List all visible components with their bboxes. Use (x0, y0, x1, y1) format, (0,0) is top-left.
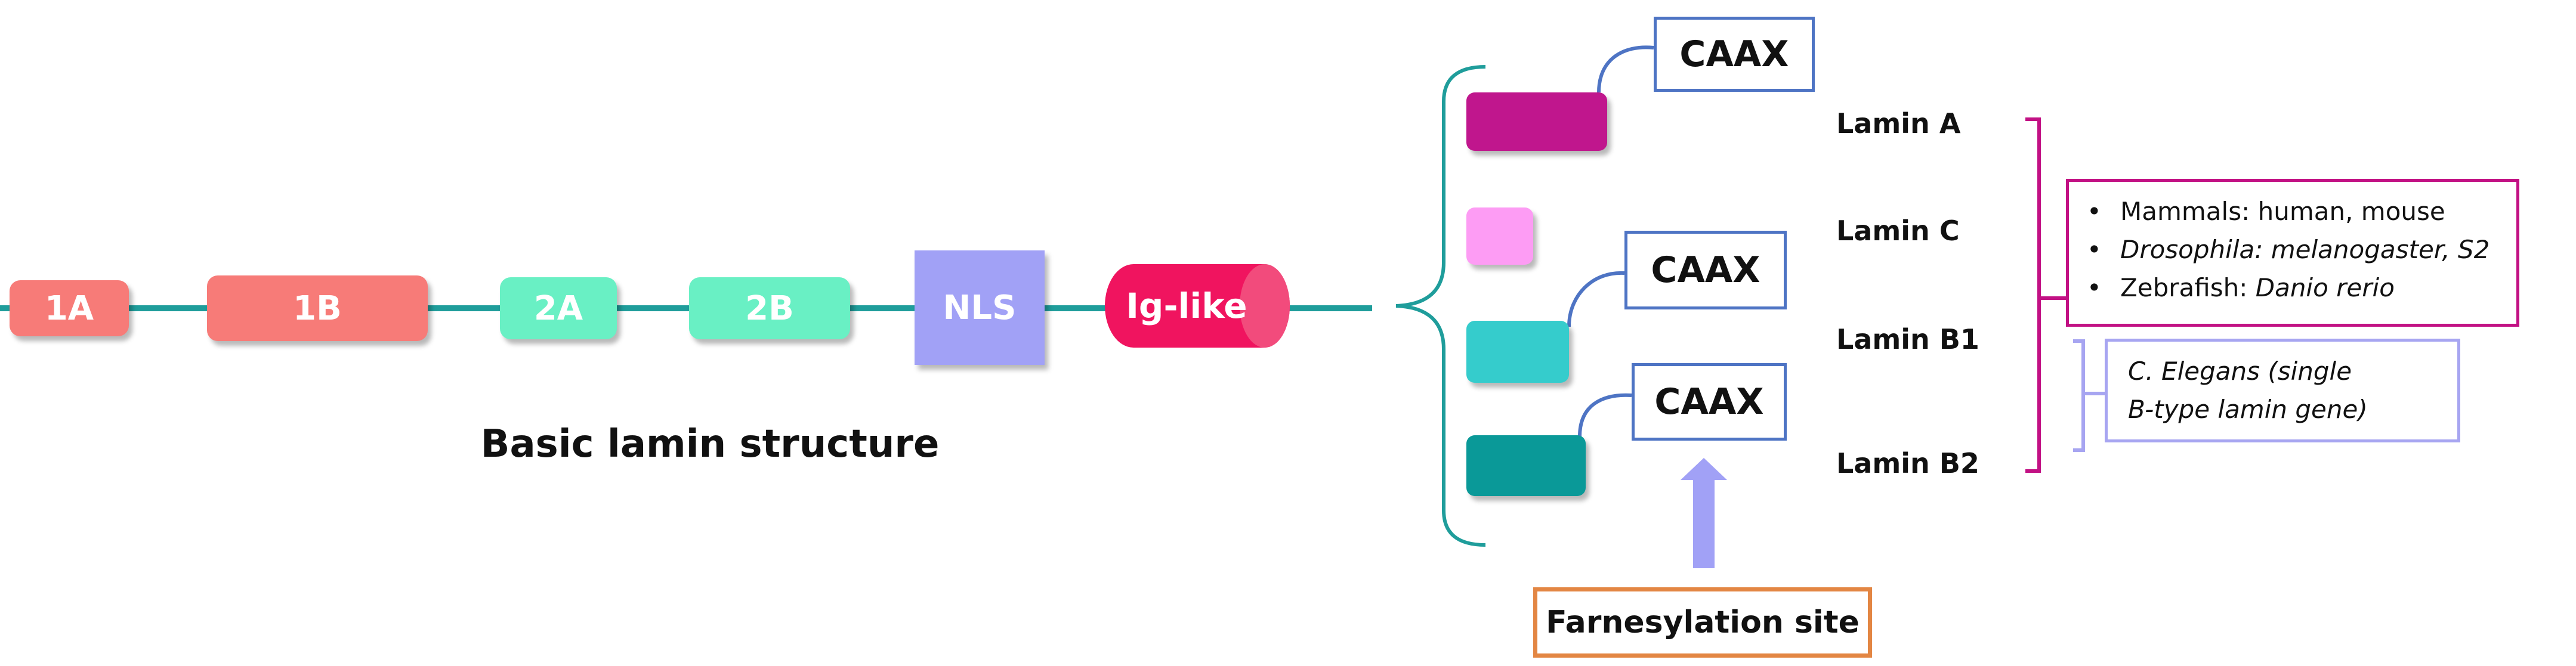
lamin-family-bracket (1395, 65, 1486, 547)
domain-1b: 1B (207, 275, 428, 341)
lamin-b2-block (1466, 435, 1586, 496)
caax-box-lamin-b2: CAAX (1632, 363, 1787, 441)
species-item-mammals: • Mammals: human, mouse (2087, 193, 2504, 231)
celegans-bracket (2073, 339, 2105, 452)
species-list-box: • Mammals: human, mouse • Drosophila: me… (2066, 179, 2519, 327)
ig-like-cylinder (1105, 264, 1290, 348)
species-text: Mammals: human, mouse (2120, 193, 2445, 231)
structure-caption: Basic lamin structure (480, 422, 940, 466)
species-text-normal: Zebrafish: (2120, 273, 2256, 302)
domain-2a: 2A (500, 277, 617, 339)
farnesylation-arrow (1681, 458, 1727, 568)
caax-box-lamin-a: CAAX (1654, 17, 1815, 92)
bullet-mark: • (2087, 235, 2102, 264)
species-text-italic: Danio rerio (2255, 273, 2395, 302)
lamin-b1-block (1466, 321, 1569, 383)
species-item-drosophila: • Drosophila: melanogaster, S2 (2087, 231, 2504, 269)
domain-nls: NLS (915, 250, 1045, 365)
caax-connector-lamin-b1 (1567, 271, 1625, 327)
lamin-b2-label: Lamin B2 (1836, 447, 1979, 479)
lamin-c-block (1466, 207, 1533, 265)
species-text: Zebrafish: Danio rerio (2120, 269, 2395, 307)
domain-1b-label: 1B (293, 289, 342, 328)
domain-nls-label: NLS (943, 288, 1017, 327)
celegans-line-2: B-type lamin gene) (2128, 395, 2368, 424)
species-list: • Mammals: human, mouse • Drosophila: me… (2087, 193, 2504, 307)
bullet-mark: • (2087, 197, 2102, 226)
celegans-box: C. Elegans (single B-type lamin gene) (2105, 339, 2460, 442)
lamin-b1-label: Lamin B1 (1836, 323, 1979, 355)
species-text-italic: Drosophila: melanogaster, S2 (2120, 235, 2490, 264)
caax-box-lamin-b1: CAAX (1624, 231, 1787, 309)
species-item-zebrafish: • Zebrafish: Danio rerio (2087, 269, 2504, 307)
celegans-line-1: C. Elegans (single (2128, 357, 2352, 386)
domain-2a-label: 2A (533, 289, 583, 328)
domain-ig-like-label: Ig-like (1126, 286, 1247, 326)
lamin-a-block (1466, 92, 1607, 151)
farnesylation-site-box: Farnesylation site (1533, 587, 1872, 658)
lamin-a-label: Lamin A (1836, 107, 1961, 140)
lamin-c-label: Lamin C (1836, 215, 1960, 247)
domain-2b: 2B (689, 277, 850, 339)
bullet-mark: • (2087, 273, 2102, 302)
domain-1a: 1A (10, 280, 129, 336)
caax-connector-lamin-a (1597, 45, 1654, 93)
caax-connector-lamin-b2 (1578, 393, 1632, 437)
species-text: Drosophila: melanogaster, S2 (2120, 231, 2489, 269)
domain-1a-label: 1A (44, 289, 94, 328)
domain-ig-like: Ig-like (1105, 264, 1292, 348)
species-bracket (2025, 117, 2066, 473)
species-text-normal: Mammals: human, mouse (2120, 197, 2445, 226)
domain-2b-label: 2B (745, 289, 794, 328)
